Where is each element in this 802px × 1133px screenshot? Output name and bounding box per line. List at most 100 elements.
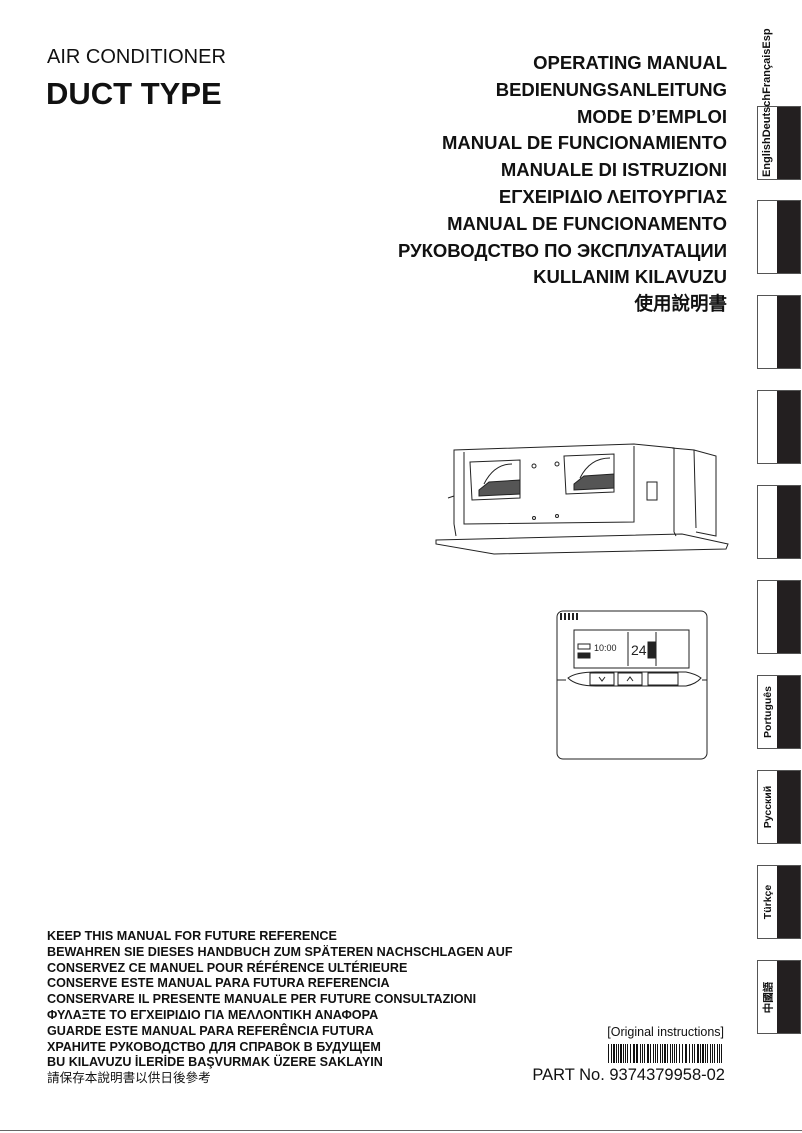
barcode-bar: [692, 1044, 693, 1063]
barcode-bar: [700, 1044, 701, 1063]
barcode-bar: [650, 1044, 651, 1063]
product-line: AIR CONDITIONER: [47, 46, 226, 68]
keep-notice-line: ХРАНИТЕ РУКОВОДСТВО ДЛЯ СПРАВОК В БУДУЩЕ…: [47, 1039, 381, 1054]
lcd-time: 10:00: [594, 643, 617, 653]
language-tab[interactable]: Português: [757, 675, 801, 749]
language-tab[interactable]: [757, 485, 801, 559]
manual-title: 使用說明書: [634, 293, 727, 315]
barcode-bar: [630, 1044, 631, 1063]
keep-notice-line: 請保存本說明書以供日後參考: [47, 1071, 211, 1086]
language-tab-label-wrap: [758, 391, 778, 463]
barcode-bar: [627, 1044, 628, 1063]
language-tab-label: 中國語: [762, 981, 775, 1013]
language-tab-marker: [777, 391, 800, 463]
language-tab-label-wrap: [758, 201, 778, 273]
barcode-bar: [613, 1044, 615, 1063]
barcode-bar: [672, 1044, 673, 1063]
manual-titles: OPERATING MANUAL BEDIENUNGSANLEITUNG MOD…: [398, 50, 727, 318]
part-number: PART No. 9374379958-02: [532, 1066, 725, 1084]
language-tab[interactable]: [757, 106, 801, 180]
bottom-rule: [0, 1130, 802, 1131]
language-tab-label: Русский: [762, 785, 774, 829]
language-tab-label-wrap: Türkçe: [758, 866, 778, 938]
barcode-bar: [664, 1044, 666, 1063]
down-button: [589, 672, 615, 686]
barcode-bar: [616, 1044, 617, 1063]
language-tab-label-wrap: [758, 581, 778, 653]
language-tab[interactable]: 中國語: [757, 960, 801, 1034]
barcode-bar: [702, 1044, 704, 1063]
barcode-bar: [625, 1044, 626, 1063]
language-tab-label-wrap: [758, 296, 778, 368]
barcode-bar: [611, 1044, 612, 1063]
barcode-bar: [636, 1044, 638, 1063]
language-tab-label-wrap: [758, 486, 778, 558]
manual-title: ΕΓΧΕΙΡΙΔΙΟ ΛΕΙΤΟΥΡΓΙΑΣ: [498, 185, 727, 207]
language-tab[interactable]: [757, 390, 801, 464]
barcode-bar: [705, 1044, 706, 1063]
keep-notice-line: KEEP THIS MANUAL FOR FUTURE REFERENCE: [47, 929, 337, 943]
language-tab-marker: [777, 581, 800, 653]
language-tab-label: Português: [762, 686, 775, 738]
barcode-bar: [679, 1044, 680, 1063]
barcode-bar: [608, 1044, 609, 1063]
manual-title: MANUALE DI ISTRUZIONI: [500, 159, 727, 181]
language-tab-marker: [777, 676, 800, 748]
barcode-bar: [676, 1044, 677, 1063]
barcode-bar: [689, 1044, 690, 1063]
language-tab-label-wrap: Português: [758, 676, 778, 748]
barcode-bar: [655, 1044, 656, 1063]
barcode-bar: [642, 1044, 643, 1063]
barcode-bar: [685, 1044, 687, 1063]
barcode-bar: [717, 1044, 718, 1063]
barcode-bar: [653, 1044, 654, 1063]
manual-title: MODE D’EMPLOI: [576, 105, 727, 127]
lcd-screen: [573, 629, 690, 669]
language-tab[interactable]: [757, 200, 801, 274]
keep-manual-notice: KEEP THIS MANUAL FOR FUTURE REFERENCE BE…: [47, 929, 513, 1087]
language-tab-marker: [777, 866, 800, 938]
barcode-bar: [662, 1044, 663, 1063]
barcode-bar: [712, 1044, 713, 1063]
language-tab-marker: [777, 107, 800, 179]
barcode-bar: [694, 1044, 695, 1063]
barcode-bar: [657, 1044, 658, 1063]
barcode-bar: [660, 1044, 661, 1063]
language-tab[interactable]: Русский: [757, 770, 801, 844]
barcode-bar: [620, 1044, 622, 1063]
language-tab-marker: [777, 486, 800, 558]
select-button: [647, 672, 679, 686]
barcode-bar: [623, 1044, 624, 1063]
barcode-bar: [647, 1044, 649, 1063]
product-type-title: DUCT TYPE: [46, 76, 222, 111]
language-tab-marker: [777, 771, 800, 843]
language-overflow-label: EnglishDeutschFrançaisEsp: [761, 28, 773, 177]
language-tab-label: Türkçe: [762, 884, 774, 920]
language-tab[interactable]: [757, 580, 801, 654]
barcode-bar: [644, 1044, 645, 1063]
manual-title: РУКОВОДСТВО ПО ЭКСПЛУАТАЦИИ: [398, 239, 727, 261]
up-button: [617, 672, 643, 686]
language-tab-marker: [777, 961, 800, 1033]
indoor-unit-illustration: [435, 443, 729, 555]
manual-title: MANUAL DE FUNCIONAMIENTO: [441, 132, 727, 154]
language-tab-marker: [777, 296, 800, 368]
keep-notice-line: ΦΥΛΑΞΤΕ ΤΟ ΕΓΧΕΙΡΙΔΙΟ ΓΙΑ ΜΕΛΛΟΝΤΙΚΗ ΑΝΑ…: [47, 1007, 379, 1022]
barcode-bar: [670, 1044, 671, 1063]
barcode-bar: [697, 1044, 699, 1063]
language-tab[interactable]: [757, 295, 801, 369]
original-instructions-label: [Original instructions]: [607, 1025, 724, 1039]
keep-notice-line: BU KILAVUZU İLERİDE BAŞVURMAK ÜZERE SAKL…: [47, 1055, 383, 1070]
language-tab[interactable]: Türkçe: [757, 865, 801, 939]
lcd-temperature: 24: [631, 642, 647, 658]
keep-notice-line: GUARDE ESTE MANUAL PARA REFERÊNCIA FUTUR…: [47, 1023, 374, 1038]
language-tab-marker: [777, 201, 800, 273]
keep-notice-line: CONSERVE ESTE MANUAL PARA FUTURA REFEREN…: [47, 976, 390, 991]
language-tab-label-wrap: Русский: [758, 771, 778, 843]
barcode-bar: [707, 1044, 708, 1063]
keep-notice-line: CONSERVEZ CE MANUEL POUR RÉFÉRENCE ULTÉR…: [47, 960, 408, 975]
manual-title: BEDIENUNGSANLEITUNG: [495, 78, 727, 100]
keep-notice-line: BEWAHREN SIE DIESES HANDBUCH ZUM SPÄTERE…: [47, 944, 513, 959]
barcode-bar: [714, 1044, 715, 1063]
barcode: [608, 1044, 722, 1063]
